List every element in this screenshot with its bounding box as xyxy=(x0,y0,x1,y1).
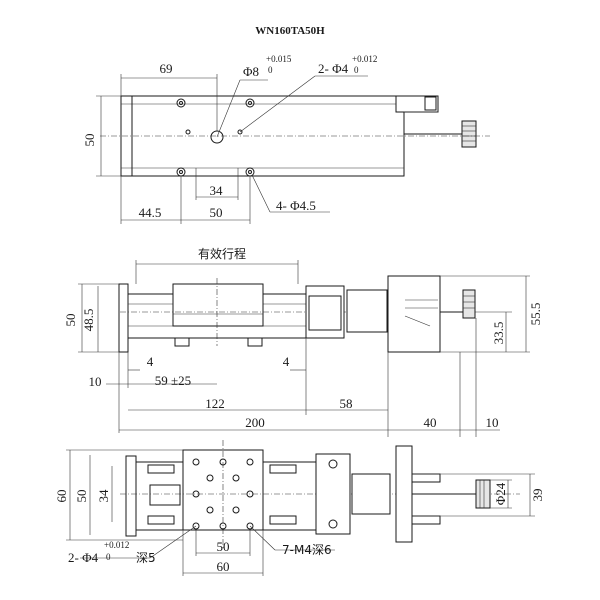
svg-text:0: 0 xyxy=(106,552,111,562)
holes-4phi45-label: 4- Φ4.5 xyxy=(276,198,316,213)
svg-text:+0.015: +0.015 xyxy=(266,54,292,64)
dim-50-front: 50 xyxy=(63,314,78,327)
dim-34: 34 xyxy=(210,183,224,198)
top-handwheel xyxy=(461,120,477,148)
dim-10-right: 10 xyxy=(486,415,499,430)
m4-hole xyxy=(232,506,240,514)
front-handwheel xyxy=(462,289,476,319)
svg-text:+0.012: +0.012 xyxy=(104,540,129,550)
dim-44-5: 44.5 xyxy=(139,205,162,220)
m4-hole xyxy=(206,474,214,482)
dim-34-vertical: 34 xyxy=(96,489,111,503)
dim-48-5: 48.5 xyxy=(81,309,96,332)
svg-text:0: 0 xyxy=(268,65,273,75)
m4-hole xyxy=(206,506,214,514)
m4-holes-label: 7-M4深6 xyxy=(282,543,332,557)
dim-50-vertical-b: 50 xyxy=(74,490,89,503)
pin-2phi4-label: 2- Φ4 xyxy=(318,61,349,76)
bottom-end-plate xyxy=(125,455,137,537)
top-view: 69 50 34 44.5 50 Φ8 +0.015 0 2- Φ4 +0.01… xyxy=(82,54,490,224)
bottom-coupling xyxy=(315,453,351,535)
dim-60-horizontal: 60 xyxy=(217,559,230,574)
m4-hole xyxy=(246,458,254,466)
m4-hole xyxy=(246,522,254,530)
front-view: 有效行程 50 48.5 4 4 10 59 ±25 122 58 200 40… xyxy=(63,246,543,437)
dim-122: 122 xyxy=(205,396,225,411)
dim-58: 58 xyxy=(340,396,353,411)
hole-phi8-label: Φ8 xyxy=(243,64,259,79)
dim-39: 39 xyxy=(530,489,545,502)
dim-50-vertical: 50 xyxy=(82,134,97,147)
pin-depth-5: 深5 xyxy=(136,551,156,565)
dim-200: 200 xyxy=(245,415,265,430)
drawing-title: WN160TA50H xyxy=(255,25,325,37)
pin-2phi4-bottom: 2- Φ4 xyxy=(68,550,99,565)
m4-hole xyxy=(192,522,200,530)
front-end-plate xyxy=(118,283,129,353)
bottom-motor-mount xyxy=(395,445,413,543)
front-motor-mount xyxy=(387,275,441,353)
front-carriage xyxy=(172,283,264,327)
dim-69: 69 xyxy=(160,61,173,76)
dim-4-left: 4 xyxy=(147,354,154,369)
dim-60-vertical: 60 xyxy=(54,490,69,503)
svg-text:+0.012: +0.012 xyxy=(352,54,377,64)
dim-50-bottom: 50 xyxy=(210,205,223,220)
svg-text:0: 0 xyxy=(354,65,359,75)
bottom-view: 60 50 34 50 60 2- Φ4 +0.012 0 深5 7-M4深6 … xyxy=(54,440,545,576)
m4-hole xyxy=(219,458,227,466)
pin-hole xyxy=(185,129,191,135)
dim-50-horizontal: 50 xyxy=(217,539,230,554)
dim-55-5: 55.5 xyxy=(528,303,543,326)
m4-hole xyxy=(192,490,200,498)
dim-33-5: 33.5 xyxy=(491,322,506,345)
dim-4-right: 4 xyxy=(283,354,290,369)
bottom-handwheel xyxy=(475,479,491,509)
m4-hole xyxy=(232,474,240,482)
dim-40: 40 xyxy=(424,415,437,430)
m4-hole xyxy=(219,522,227,530)
mount-hole xyxy=(245,98,255,108)
effective-stroke-label: 有效行程 xyxy=(198,246,246,261)
dim-10-left: 10 xyxy=(89,374,102,389)
mount-hole xyxy=(176,98,186,108)
dim-phi24: Φ24 xyxy=(493,482,508,505)
m4-hole xyxy=(192,458,200,466)
pin-hole xyxy=(237,129,243,135)
m4-hole xyxy=(246,490,254,498)
dim-59-pm25: 59 ±25 xyxy=(155,373,191,388)
